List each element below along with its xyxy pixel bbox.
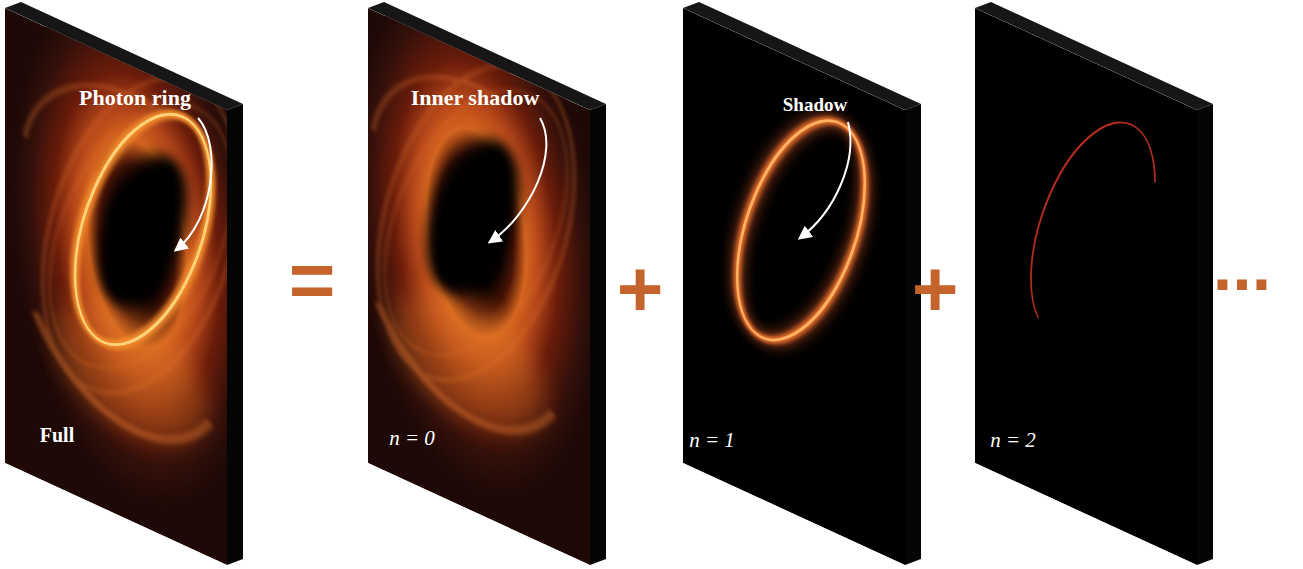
image-panel: Shadow n = 1 [683, 0, 928, 569]
n0-image [368, 8, 590, 565]
operator-symbol: + [617, 249, 664, 329]
operator-symbol: + [912, 249, 959, 329]
full-image [5, 8, 227, 565]
slab-side [227, 104, 243, 565]
panel-label: n = 1 [689, 428, 735, 452]
leader-arrow [176, 118, 212, 250]
panel-label: Photon ring [79, 85, 191, 110]
image-panel: n = 2 [975, 0, 1220, 569]
n1-image [683, 8, 905, 565]
image-panel: Photon ringFull [5, 0, 250, 569]
panel-label: n = 0 [389, 426, 435, 450]
slab-side [905, 104, 921, 565]
n0-panel [338, 0, 615, 569]
leader-arrow [800, 122, 850, 238]
operator-symbol: = [289, 240, 336, 320]
slab-side [590, 104, 606, 565]
operator-symbol: ... [1213, 231, 1271, 301]
n2-panel [975, 2, 1213, 565]
full-panel [3, 0, 280, 569]
n1-panel [683, 2, 921, 565]
panel-label: Inner shadow [411, 85, 540, 110]
panel-label: Shadow [783, 94, 847, 116]
n2-image [975, 8, 1197, 565]
slab-side [1197, 104, 1213, 565]
panel-label: n = 2 [990, 428, 1036, 452]
image-panel: Inner shadow n = 0 [368, 0, 613, 569]
panel-label: Full [40, 424, 74, 447]
leader-arrow [490, 118, 546, 242]
